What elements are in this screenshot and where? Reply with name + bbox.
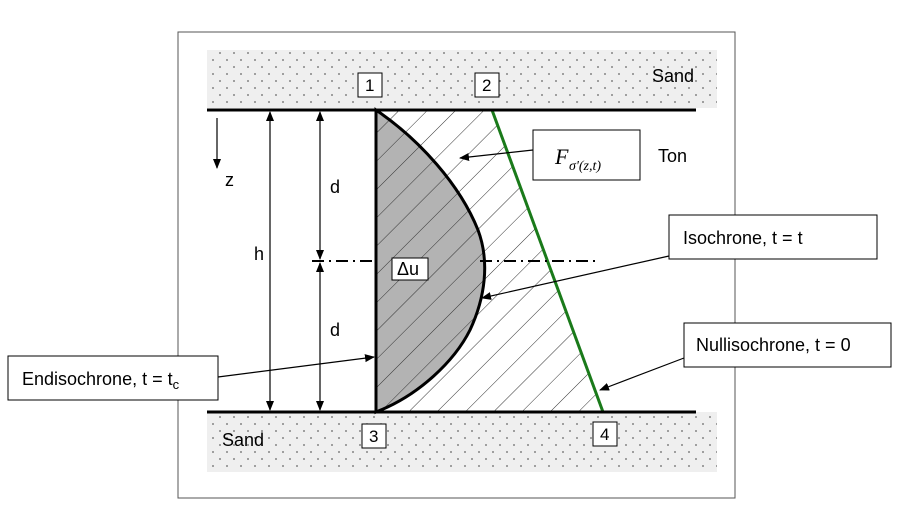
z-axis-label: z	[225, 170, 234, 190]
delta-u-marker: Δu	[391, 257, 429, 281]
excess-pore-pressure-area	[374, 107, 487, 415]
nullisochrone-label: Nullisochrone, t = 0	[696, 335, 851, 355]
nullisochrone-arrow	[599, 357, 685, 391]
d-bottom-label: d	[330, 320, 340, 340]
point-2-marker: 2	[474, 72, 500, 98]
point-4-marker: 4	[592, 421, 618, 447]
endisochrone-label-main: Endisochrone, t = t	[22, 369, 173, 389]
stress-area-symbol: F	[554, 144, 569, 169]
isochrone-label: Isochrone, t = t	[683, 228, 803, 248]
point-3-marker: 3	[361, 423, 387, 449]
bottom-sand-label: Sand	[222, 430, 264, 450]
stress-area-subscript: σ'(z,t)	[569, 159, 601, 174]
clay-label: Ton	[658, 146, 687, 166]
endisochrone-arrow	[217, 354, 375, 378]
point-3-label: 3	[369, 427, 378, 446]
nullisochrone-callout: Nullisochrone, t = 0	[683, 322, 892, 368]
top-sand-label: Sand	[652, 66, 694, 86]
endisochrone-label: Endisochrone, t = tc	[22, 369, 180, 392]
isochrone-arrow	[481, 255, 670, 300]
top-sand-layer	[207, 50, 717, 108]
bottom-sand-layer	[207, 412, 717, 472]
point-2-label: 2	[482, 76, 491, 95]
nullisochrone-line	[490, 109, 605, 413]
point-4-label: 4	[600, 425, 609, 444]
point-1-marker: 1	[357, 72, 383, 98]
delta-u-label: Δu	[397, 259, 419, 279]
h-dimension-label: h	[254, 244, 264, 264]
diagram-frame	[177, 31, 736, 499]
point-1-label: 1	[365, 76, 374, 95]
stress-area-callout: F σ'(z,t)	[532, 129, 641, 181]
isochrone-callout: Isochrone, t = t	[668, 214, 878, 260]
d-top-label: d	[330, 177, 340, 197]
endisochrone-callout: Endisochrone, t = tc	[7, 355, 219, 401]
endisochrone-label-sub: c	[173, 377, 180, 392]
stress-area-arrow	[459, 149, 534, 161]
